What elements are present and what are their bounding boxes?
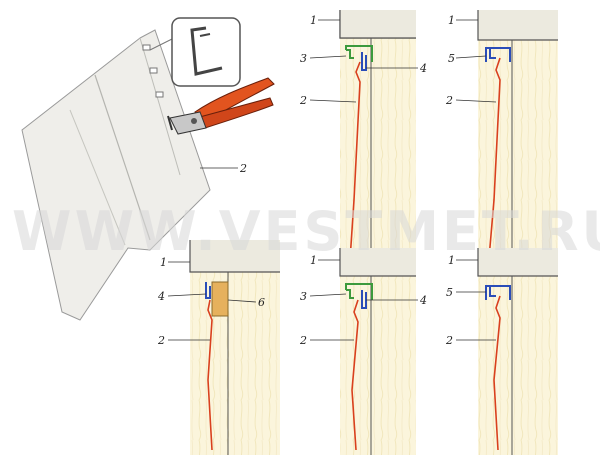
siding-panel-groove-3 bbox=[139, 37, 181, 176]
label-1-e: 1 bbox=[448, 254, 455, 267]
detail-bottom-middle: 1 3 4 2 bbox=[299, 248, 427, 455]
label-3-a: 3 bbox=[300, 52, 307, 65]
label-1-b: 1 bbox=[448, 14, 455, 27]
label-1-a: 1 bbox=[310, 14, 317, 27]
wood-batten bbox=[211, 281, 229, 317]
siding-panel-groove-2 bbox=[69, 109, 126, 246]
detail-bottom-right: 1 5 2 bbox=[445, 248, 558, 455]
blue-j-channel bbox=[485, 47, 511, 62]
label-4-c: 4 bbox=[419, 294, 427, 307]
crimping-pliers-icon bbox=[167, 77, 275, 135]
zoom-callout bbox=[149, 17, 241, 87]
label-4-a: 4 bbox=[419, 62, 427, 75]
siding-panel-groove-1 bbox=[94, 74, 151, 241]
label-4-b: 4 bbox=[157, 290, 165, 303]
blue-strip bbox=[361, 52, 367, 71]
label-1-d: 1 bbox=[310, 254, 317, 267]
label-3-b: 3 bbox=[300, 290, 307, 303]
label-6: 6 bbox=[258, 296, 265, 309]
label-2-e: 2 bbox=[445, 334, 453, 347]
panel-slots bbox=[142, 44, 164, 98]
detail-bottom-left: 1 4 6 2 bbox=[157, 240, 280, 455]
label-2-c: 2 bbox=[157, 334, 165, 347]
green-j-trim bbox=[345, 45, 373, 62]
label-5-a: 5 bbox=[448, 52, 455, 65]
label-1-c: 1 bbox=[160, 256, 167, 269]
label-2-panel: 2 bbox=[239, 162, 247, 175]
label-2-a: 2 bbox=[299, 94, 307, 107]
label-2-d: 2 bbox=[299, 334, 307, 347]
siding-panel-illustration: 2 bbox=[21, 17, 275, 321]
label-2-b: 2 bbox=[445, 94, 453, 107]
watermark: WWW.VESTMET.RU bbox=[12, 200, 600, 263]
label-5-b: 5 bbox=[446, 286, 453, 299]
